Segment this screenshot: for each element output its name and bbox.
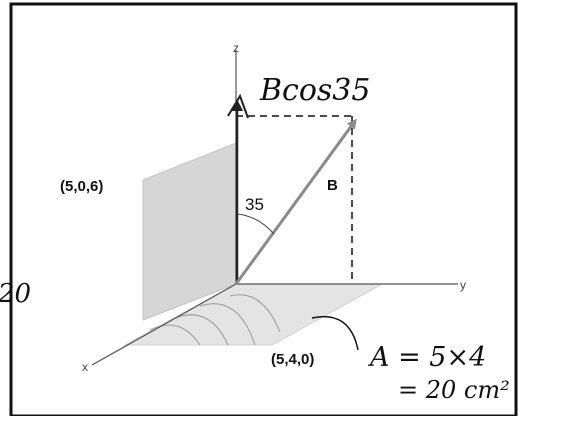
point-label-top: (5,0,6)	[60, 178, 103, 195]
handwritten-bcos35: Bcos35	[259, 73, 370, 108]
handwritten-area-line1: A = 5×4	[367, 342, 486, 373]
x-axis-label: x	[82, 360, 88, 374]
z-axis-label: z	[233, 41, 239, 55]
base-shading-curves	[149, 294, 281, 346]
point-label-bottom: (5,4,0)	[271, 351, 314, 368]
vector-b-arrow	[234, 118, 357, 285]
z-arrow-scribble	[227, 93, 249, 119]
x-axis	[91, 283, 237, 366]
handwritten-20-left: 20	[0, 279, 31, 309]
angle-arc	[236, 213, 275, 235]
angle-label: 35	[245, 195, 264, 214]
vector-b-label: B	[327, 177, 338, 194]
projection-lines	[236, 115, 353, 284]
handwritten-bracket	[311, 316, 359, 351]
handwritten-area-line2: = 20 cm²	[398, 376, 510, 404]
y-axis-label: y	[460, 278, 466, 292]
